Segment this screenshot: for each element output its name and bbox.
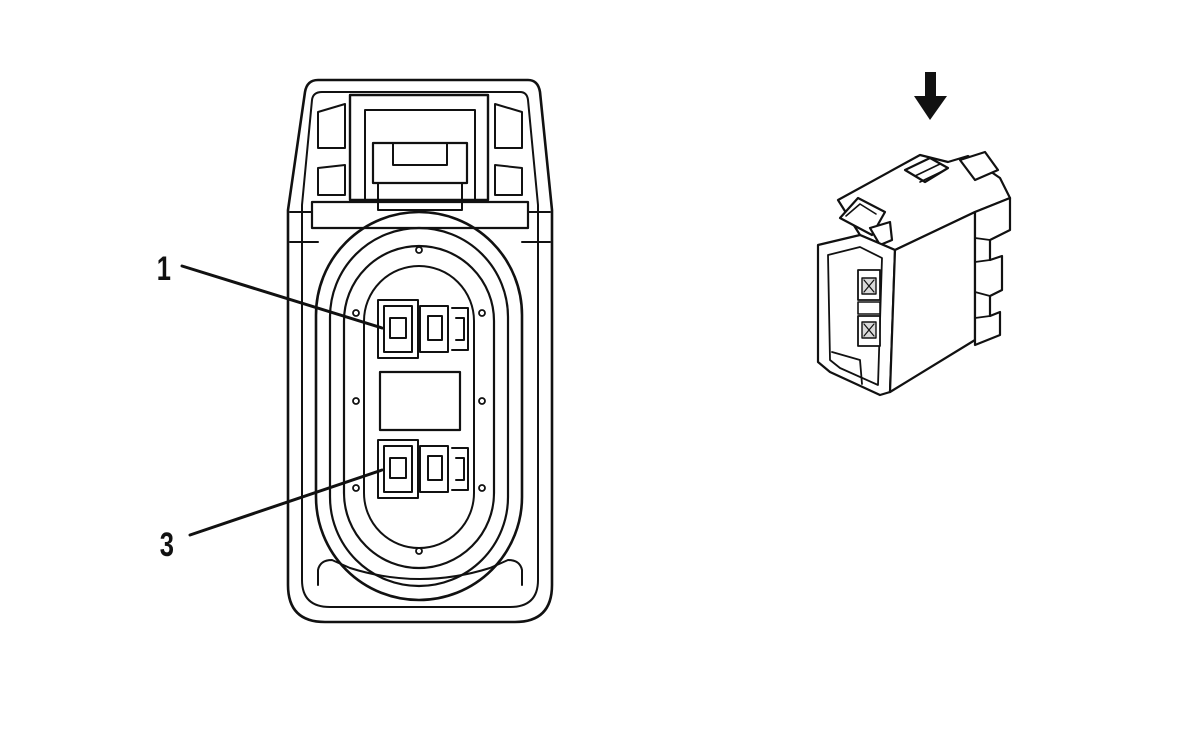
housing-outline: [286, 78, 554, 624]
terminal-cavity-3: [377, 439, 469, 499]
top-latch: [289, 93, 551, 243]
housing-foot: [317, 559, 523, 586]
callout-label-3: 3: [160, 527, 174, 564]
callout-leader-1: [180, 264, 384, 330]
locator-dots: [352, 246, 486, 555]
connector-isometric-view: [816, 72, 1012, 397]
seal-ring-middle: [328, 226, 510, 588]
connector-face-view: [286, 78, 554, 624]
view-direction-arrow-icon: [914, 72, 947, 120]
blank-cavity-2: [378, 370, 462, 432]
seal-ring-inner: [342, 244, 496, 570]
seal-ring-outer: [314, 210, 524, 602]
callout-label-1: 1: [157, 251, 171, 288]
callout-leader-3: [188, 468, 384, 537]
housing-inner-outline: [301, 91, 539, 608]
terminal-cavity-1: [377, 299, 469, 359]
